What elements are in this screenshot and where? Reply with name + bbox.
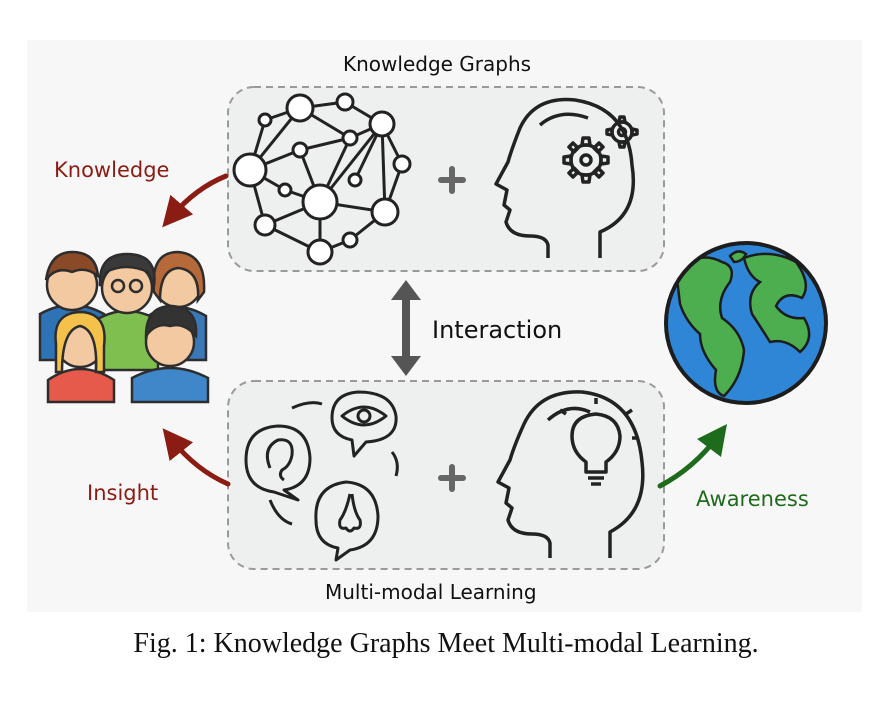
awareness-label: Awareness (696, 487, 809, 511)
head-gears-icon (494, 97, 639, 258)
knowledge-arrow (162, 173, 229, 228)
insight-label: Insight (87, 481, 159, 505)
senses-icon (244, 390, 399, 562)
multimodal-learning-title: Multi-modal Learning (325, 580, 537, 604)
knowledge-label: Knowledge (54, 158, 170, 182)
plus-icon (438, 166, 466, 194)
globe-icon (664, 241, 828, 405)
insight-arrow (162, 428, 231, 487)
knowledge-graph-network-icon (232, 92, 412, 266)
knowledge-graphs-title: Knowledge Graphs (343, 52, 532, 76)
head-lightbulb-icon (496, 390, 645, 558)
people-group-icon (38, 250, 210, 404)
plus-icon (438, 464, 466, 492)
awareness-arrow (657, 424, 728, 489)
figure-caption: Fig. 1: Knowledge Graphs Meet Multi-moda… (133, 628, 759, 659)
interaction-label: Interaction (432, 316, 563, 344)
interaction-arrow (391, 280, 421, 376)
